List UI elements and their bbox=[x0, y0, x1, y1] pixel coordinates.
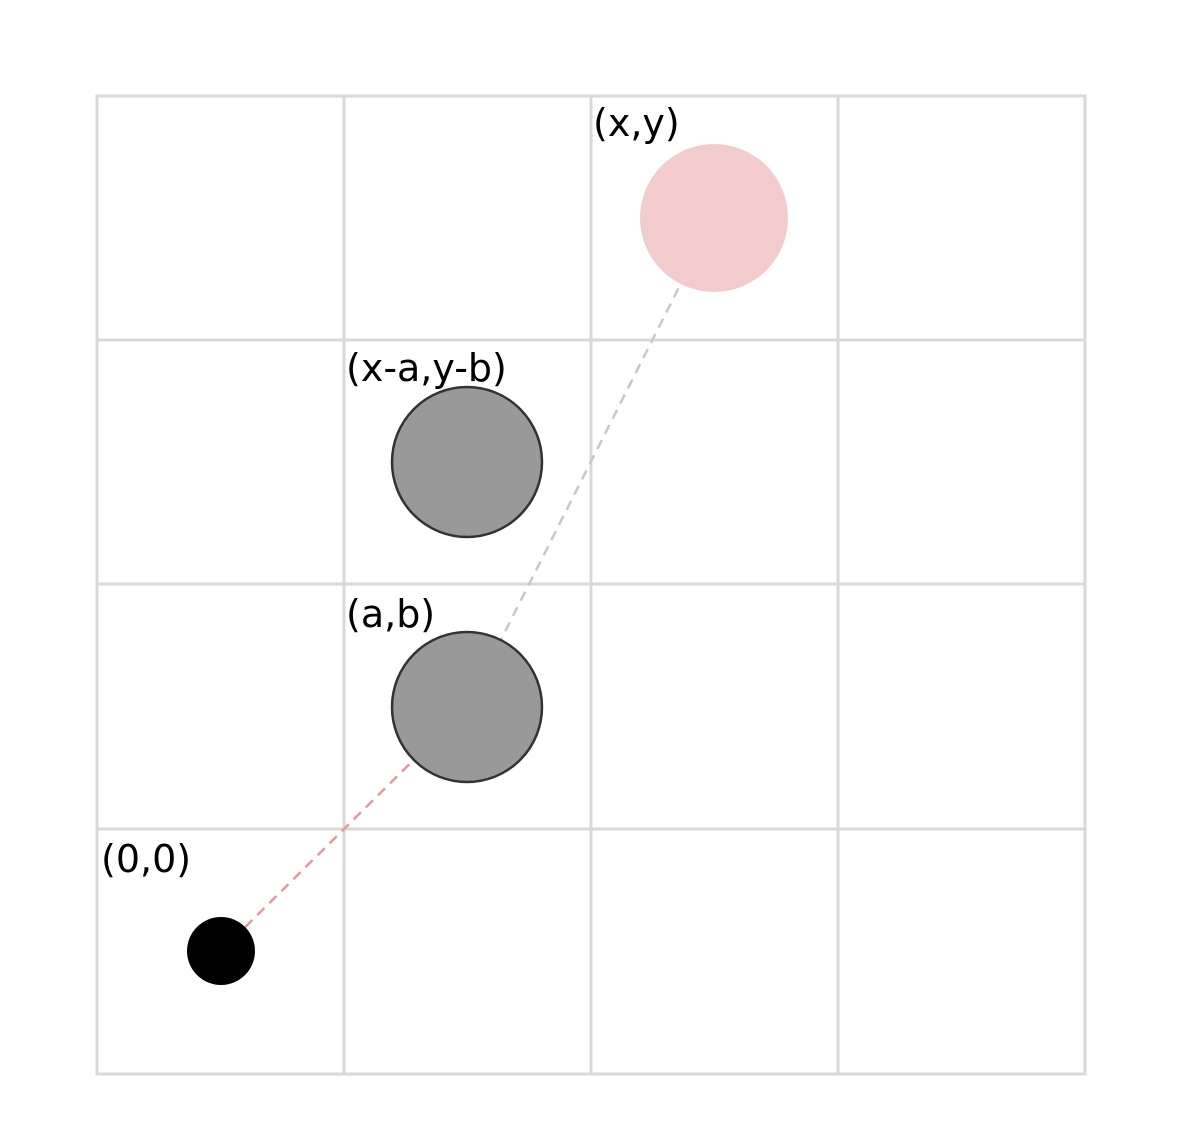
point-label-x-y: (x,y) bbox=[593, 101, 680, 145]
point-x-minus-a-y-minus-b-marker bbox=[390, 385, 544, 539]
point-label-a-b: (a,b) bbox=[346, 592, 435, 636]
connector-ab-to-xy bbox=[465, 217, 716, 708]
grid bbox=[95, 94, 1087, 1076]
connector-origin-to-ab bbox=[220, 706, 468, 952]
point-label-x-minus-a-y-minus-b: (x-a,y-b) bbox=[346, 346, 507, 390]
point-origin-marker bbox=[187, 917, 255, 985]
point-labels: (x,y) (x-a,y-b) (a,b) (0,0) bbox=[101, 101, 680, 881]
connectors bbox=[220, 217, 716, 952]
point-a-b-marker bbox=[390, 630, 544, 784]
point-label-origin: (0,0) bbox=[101, 837, 191, 881]
point-x-y-marker bbox=[640, 144, 788, 292]
points bbox=[187, 144, 788, 985]
